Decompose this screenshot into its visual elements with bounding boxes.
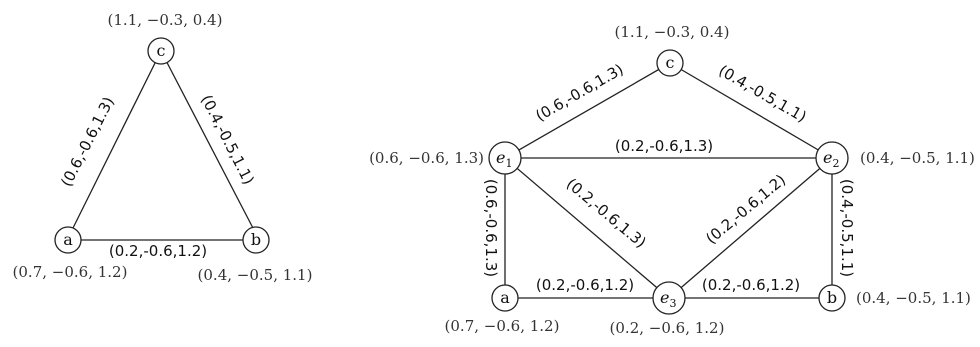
edge-c-b <box>160 50 255 231</box>
coord-b: (0.4, −0.5, 1.1) <box>198 266 313 284</box>
node-b-right: b <box>818 284 846 312</box>
coord-a: (0.7, −0.6, 1.2) <box>13 263 128 281</box>
node-c: c <box>147 37 175 65</box>
node-label: a <box>63 230 73 249</box>
node-c-right: c <box>656 49 684 77</box>
node-label: b <box>251 230 261 249</box>
node-e1: e1 <box>488 141 522 175</box>
edge-label-e3-e2: (0.2,-0.6,1.2) <box>702 171 789 248</box>
node-label: b <box>827 288 837 307</box>
edge-label-a-b: (0.2,-0.6,1.2) <box>109 242 207 260</box>
edge-label-e1-e2: (0.2,-0.6,1.3) <box>615 137 713 155</box>
coord-e1: (0.6, −0.6, 1.3) <box>369 149 484 167</box>
node-label: c <box>157 41 166 60</box>
coord-b-right: (0.4, −0.5, 1.1) <box>856 289 971 307</box>
node-b: b <box>242 226 270 254</box>
node-a-right: a <box>491 284 519 312</box>
edge-c-e2 <box>669 62 833 159</box>
node-label: a <box>500 288 510 307</box>
right-graph: (0.6,-0.6,1.3) (0.4,-0.5,1.1) (0.2,-0.6,… <box>369 23 975 337</box>
left-graph: (0.6,-0.6,1.3) (0.4,-0.5,1.1) (0.2,-0.6,… <box>13 11 313 284</box>
coord-e3: (0.2, −0.6, 1.2) <box>610 319 725 337</box>
edge-label-a-e3: (0.2,-0.6,1.2) <box>536 276 634 294</box>
coord-a-right: (0.7, −0.6, 1.2) <box>445 317 560 335</box>
edge-label-e1-a: (0.6,-0.6,1.3) <box>482 179 500 277</box>
node-a: a <box>54 226 82 254</box>
edge-e3-e2 <box>668 157 833 299</box>
node-e2: e2 <box>815 141 849 175</box>
coord-e2: (0.4, −0.5, 1.1) <box>860 149 975 167</box>
coord-c-right: (1.1, −0.3, 0.4) <box>615 23 730 41</box>
edge-label-c-b: (0.4,-0.5,1.1) <box>197 92 258 188</box>
coord-c: (1.1, −0.3, 0.4) <box>108 11 223 29</box>
node-label: e3 <box>660 288 676 310</box>
edge-label-c-e2: (0.4,-0.5,1.1) <box>715 61 809 126</box>
node-e3: e3 <box>652 281 686 315</box>
edge-label-e1-e3: (0.2,-0.6,1.3) <box>563 175 650 252</box>
node-label: e1 <box>496 148 512 170</box>
edge-label-e2-b: (0.4,-0.5,1.1) <box>838 179 856 277</box>
node-label: c <box>666 53 675 72</box>
edge-label-a-c: (0.6,-0.6,1.3) <box>57 94 118 190</box>
edge-e1-e3 <box>504 157 670 299</box>
node-label: e2 <box>823 148 839 170</box>
edge-label-e3-b: (0.2,-0.6,1.2) <box>702 276 800 294</box>
edge-e1-c <box>504 62 671 159</box>
edge-a-c <box>71 50 162 231</box>
